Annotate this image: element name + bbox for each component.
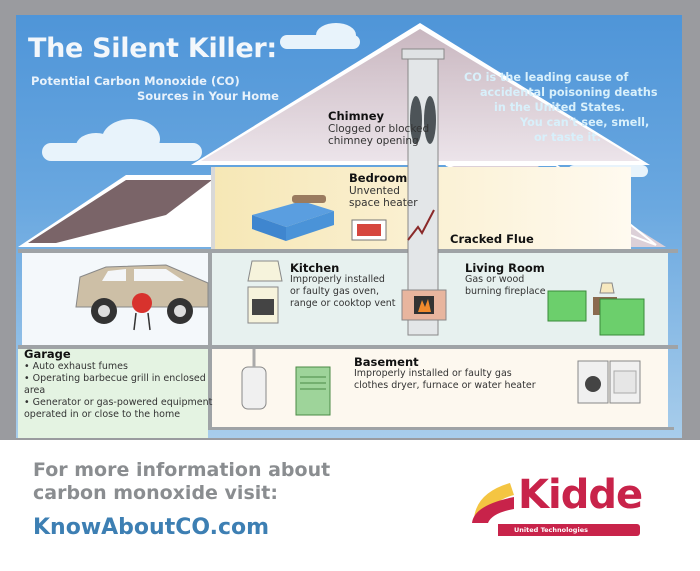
- fact-box: CO is the leading cause of accidental po…: [464, 70, 658, 145]
- bedroom-title: Bedroom: [349, 171, 408, 185]
- fact-line: CO is the leading cause of: [464, 71, 629, 84]
- kidde-tagline: United Technologies: [498, 524, 640, 536]
- cracked-flue-label: Cracked Flue: [450, 233, 534, 246]
- garage-item: Auto exhaust fumes: [24, 361, 214, 373]
- footer-info-line-1: For more information about: [33, 459, 331, 481]
- fact-line: accidental poisoning deaths: [480, 86, 658, 99]
- house-illustration: [18, 23, 678, 438]
- living-room-title: Living Room: [465, 261, 545, 275]
- bedroom-line-2: space heater: [349, 197, 418, 209]
- garage-item: Operating barbecue grill in enclosed are…: [24, 373, 214, 397]
- kitchen-label: Kitchen Improperly installed or faulty g…: [290, 262, 396, 310]
- garage-label: Garage Auto exhaust fumes Operating barb…: [24, 348, 214, 421]
- footer-info-line-2: carbon monoxide visit:: [33, 482, 278, 504]
- kitchen-line-1: Improperly installed: [290, 274, 385, 285]
- kitchen-line-2: or faulty gas oven,: [290, 286, 380, 297]
- garage-title: Garage: [24, 347, 71, 361]
- kitchen-line-3: range or cooktop vent: [290, 298, 396, 309]
- basement-title: Basement: [354, 355, 419, 369]
- bedroom-line-1: Unvented: [349, 184, 400, 197]
- subtitle-line-2: Sources in Your Home: [137, 89, 279, 103]
- page-title: The Silent Killer:: [28, 33, 277, 64]
- cloud-left-puff2: [76, 133, 116, 159]
- bedroom-label: Bedroom Unvented space heater: [349, 172, 418, 210]
- page-subtitle: Potential Carbon Monoxide (CO) Sources i…: [31, 74, 279, 104]
- basement-line-2: clothes dryer, furnace or water heater: [354, 380, 536, 391]
- living-room-line-1: Gas or wood: [465, 274, 525, 285]
- chimney-title: Chimney: [328, 109, 385, 123]
- living-room-label: Living Room Gas or wood burning fireplac…: [465, 262, 546, 298]
- footer-info: For more information about carbon monoxi…: [33, 459, 330, 505]
- garage-item: Generator or gas-powered equipment opera…: [24, 397, 214, 421]
- kidde-logo: Kidde: [518, 472, 643, 518]
- cracked-flue-title: Cracked Flue: [450, 232, 534, 246]
- infographic-frame: The Silent Killer: Potential Carbon Mono…: [0, 0, 700, 440]
- basement-label: Basement Improperly installed or faulty …: [354, 356, 536, 392]
- chimney-line-1: Clogged or blocked: [328, 122, 430, 135]
- fact-line: in the United States.: [494, 101, 626, 114]
- basement-line-1: Improperly installed or faulty gas: [354, 368, 512, 379]
- kitchen-title: Kitchen: [290, 261, 340, 275]
- living-room-line-2: burning fireplace: [465, 286, 546, 297]
- subtitle-line-1: Potential Carbon Monoxide (CO): [31, 74, 240, 88]
- garage-list: Auto exhaust fumes Operating barbecue gr…: [24, 361, 214, 421]
- chimney-label: Chimney Clogged or blocked chimney openi…: [328, 110, 429, 148]
- knowaboutco-link[interactable]: KnowAboutCO.com: [33, 515, 270, 540]
- fact-line: You can't see, smell,: [520, 116, 650, 129]
- chimney-line-2: chimney opening: [328, 135, 419, 147]
- house-scene: The Silent Killer: Potential Carbon Mono…: [16, 15, 682, 438]
- cloud-top-right-puff: [316, 23, 356, 47]
- kidde-sun-logo-icon: [472, 483, 514, 523]
- fact-line: or taste it.: [534, 131, 601, 144]
